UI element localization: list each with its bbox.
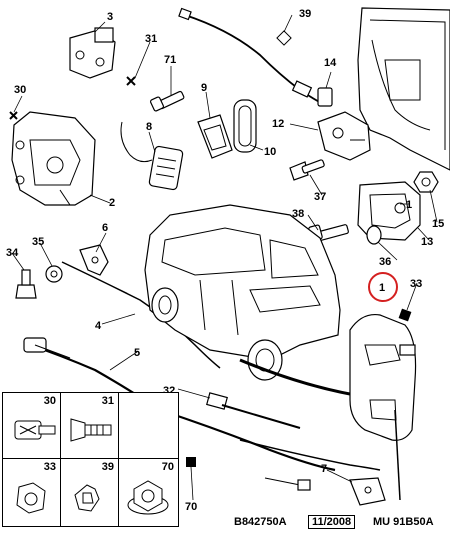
- callout-13: 13: [421, 236, 433, 248]
- van-illustration: [144, 204, 356, 397]
- part-10-gasket: [233, 99, 257, 153]
- callout-31: 31: [145, 33, 157, 45]
- callout-5: 5: [134, 347, 140, 359]
- part-31-marker: [126, 76, 136, 86]
- callout-34: 34: [6, 247, 19, 259]
- footer-date: 11/2008: [308, 515, 356, 529]
- clip-39-icon: [74, 484, 100, 512]
- legend-label-30: 30: [43, 395, 56, 407]
- legend-label-39: 39: [101, 461, 114, 473]
- callout-15: 15: [432, 218, 444, 230]
- part-30-lock: [11, 111, 96, 206]
- part-9-seal: [197, 114, 233, 159]
- footer-reference: B842750A: [234, 516, 287, 528]
- callout-14: 14: [324, 57, 337, 69]
- part-rod-bottom: [239, 409, 401, 501]
- part-37-screw: [289, 159, 325, 181]
- callout-2: 2: [109, 197, 115, 209]
- part-30-marker: [9, 111, 18, 120]
- flange-nut-70-icon: [127, 480, 169, 515]
- part-8-connector: [120, 121, 184, 191]
- part-36-washer: [366, 225, 382, 245]
- callout-9: 9: [201, 82, 207, 94]
- part-33-square-nut: [398, 308, 412, 322]
- legend-cell-30: 30: [3, 393, 61, 459]
- legend-cell-70: 70: [119, 459, 178, 526]
- legend-cell-empty: [119, 393, 178, 459]
- legend-label-70: 70: [161, 461, 174, 473]
- part-12-mechanism: [317, 111, 371, 161]
- footer-model: MU 91B50A: [373, 516, 434, 528]
- callout-71: 71: [164, 54, 176, 66]
- callout-38: 38: [292, 208, 304, 220]
- legend-cell-39: 39: [61, 459, 119, 526]
- part-39-marker: [276, 30, 292, 46]
- screw-31-icon: [70, 418, 112, 442]
- callout-36: 36: [379, 256, 391, 268]
- part-14-clip: [317, 87, 333, 107]
- callout-30: 30: [14, 84, 26, 96]
- callout-37: 37: [314, 191, 326, 203]
- leader-lines: [11, 14, 438, 501]
- part-1-exterior-handle: [349, 313, 417, 441]
- callout-35: 35: [32, 236, 44, 248]
- callout-39: 39: [299, 8, 311, 20]
- highlight-circle-part-1: [368, 272, 398, 302]
- part-3-hinge: [69, 27, 116, 79]
- part-34-bolt: [15, 269, 37, 299]
- callout-10: 10: [264, 146, 276, 158]
- part-70-marker: [186, 457, 311, 491]
- part-15-nut: [413, 171, 439, 193]
- callout-3: 3: [107, 11, 113, 23]
- callout-7: 7: [321, 463, 327, 475]
- callout-33: 33: [410, 278, 422, 290]
- part-6-bracket: [79, 244, 109, 276]
- bolt-30-icon: [14, 420, 56, 440]
- callout-1: 1: [379, 282, 385, 294]
- callout-12: 12: [272, 118, 284, 130]
- callout-1-small: 1: [406, 199, 412, 211]
- part-71-bolt: [149, 90, 185, 112]
- nut-33-icon: [16, 482, 46, 514]
- legend-cell-31: 31: [61, 393, 119, 459]
- callout-4: 4: [95, 320, 102, 332]
- fastener-legend-table: 30 31 33 39 70: [2, 392, 179, 527]
- part-35-washer: [45, 265, 63, 283]
- part-39-cable: [178, 7, 326, 106]
- legend-cell-33: 33: [3, 459, 61, 526]
- rear-door-panel: [357, 7, 450, 171]
- callout-70: 70: [185, 501, 197, 513]
- callout-6: 6: [102, 222, 108, 234]
- callout-8: 8: [146, 121, 152, 133]
- legend-label-33: 33: [43, 461, 56, 473]
- legend-label-31: 31: [101, 395, 114, 407]
- part-32-cable-tie: [206, 392, 301, 429]
- part-7-bracket: [349, 477, 386, 506]
